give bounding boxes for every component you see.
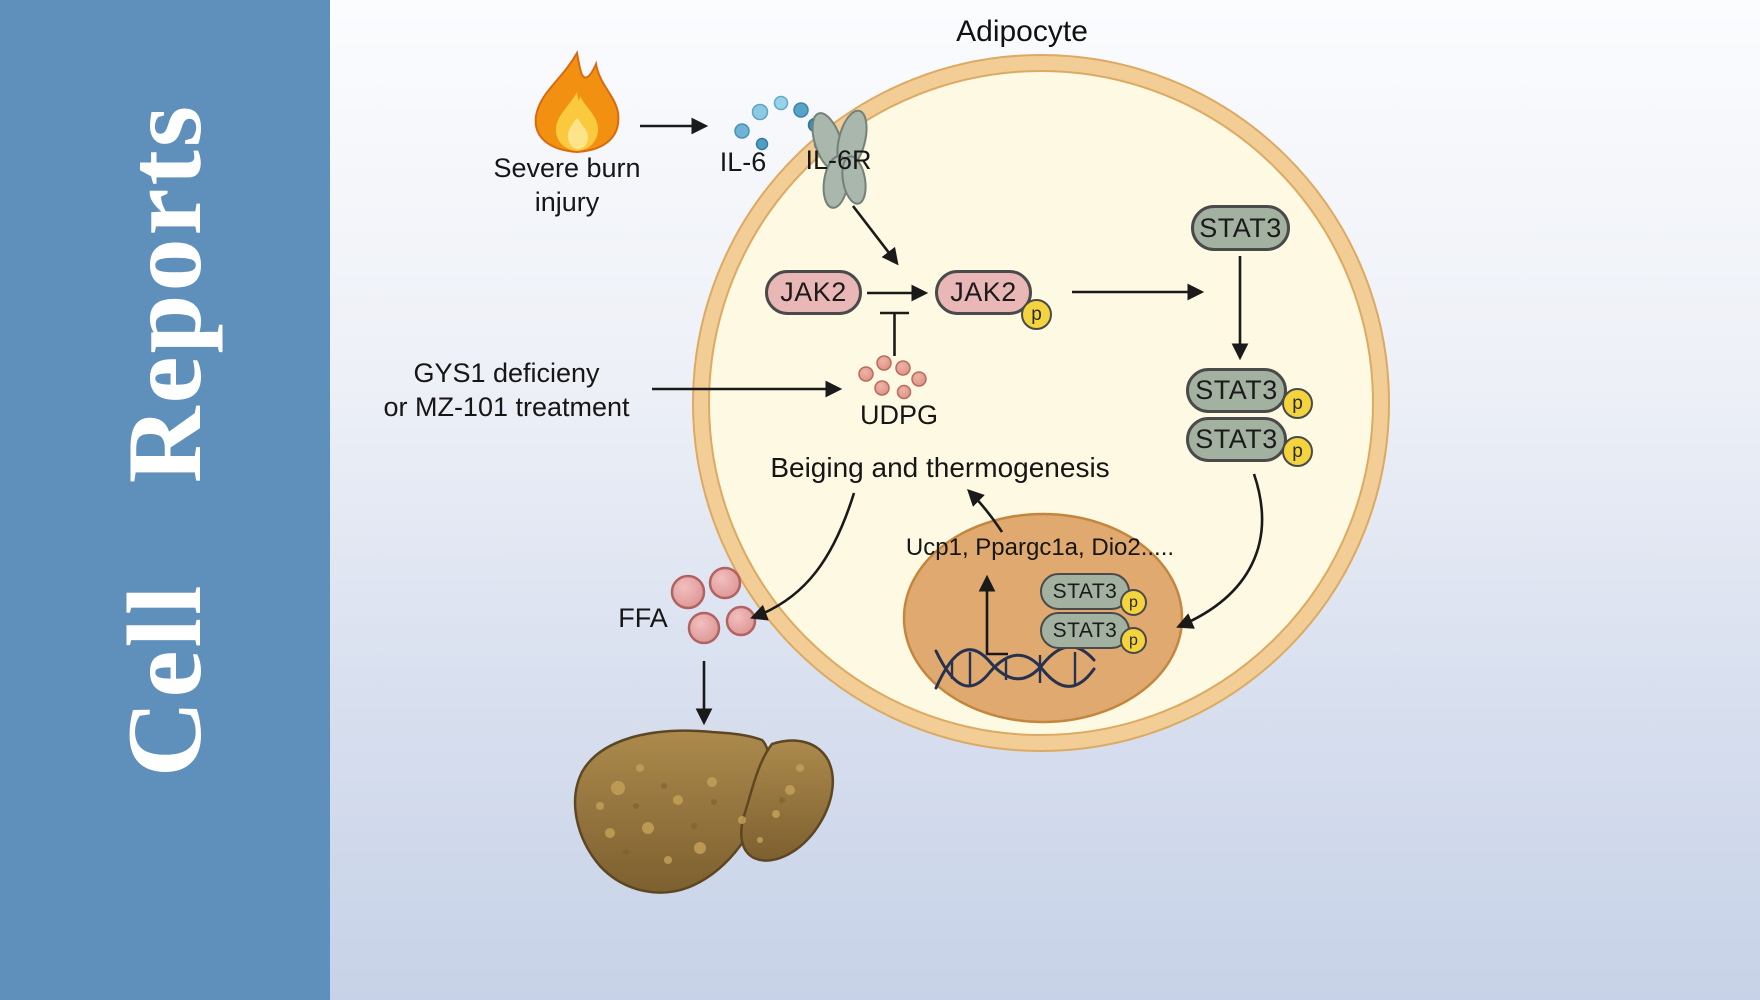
arrow-receptor-to-jak2 xyxy=(851,205,899,266)
gys1-label: GYS1 deficieny or MZ-101 treatment xyxy=(374,356,639,424)
stat3-pill: STAT3 xyxy=(1191,205,1290,251)
arrow-genes-to-beiging xyxy=(967,489,1004,533)
udpg-label: UDPG xyxy=(859,400,938,430)
burn-injury-line2: injury xyxy=(534,187,600,218)
phospho-badge-nuclear-2: p xyxy=(1120,627,1147,654)
jak2-phospho-pill: JAK2 xyxy=(935,270,1032,315)
ffa-dots-icon xyxy=(670,566,757,645)
adipocyte-title: Adipocyte xyxy=(956,15,1088,48)
liver-spots xyxy=(596,764,804,864)
phospho-badge-jak2: p xyxy=(1021,299,1052,330)
inhibition-tbar-udpg xyxy=(880,311,909,356)
udpg-dots-icon xyxy=(858,355,927,400)
arrow-beiging-to-ffa xyxy=(750,492,856,621)
genes-label: Ucp1, Ppargc1a, Dio2..... xyxy=(905,534,1175,561)
liver-icon xyxy=(573,729,835,894)
flame-icon xyxy=(534,50,620,154)
il6r-label: IL-6R xyxy=(805,145,872,175)
il6-label: IL-6 xyxy=(719,147,767,177)
journal-sidebar: Cell Reports xyxy=(0,0,330,1000)
phospho-badge-nuclear-1: p xyxy=(1120,589,1147,616)
stat3-phospho-pill-2: STAT3 xyxy=(1186,417,1287,462)
il6-receptor-icon xyxy=(811,109,868,209)
burn-injury-label: Severe burn injury xyxy=(447,151,687,219)
phospho-badge-stat3-2: p xyxy=(1282,436,1313,467)
beiging-label: Beiging and thermogenesis xyxy=(770,452,1110,483)
gys1-line2: or MZ-101 treatment xyxy=(383,392,630,423)
burn-injury-line1: Severe burn xyxy=(493,153,641,183)
jak2-pill: JAK2 xyxy=(765,270,862,315)
nuclear-stat3-pill-2: STAT3 xyxy=(1040,612,1130,649)
pathway-arrows xyxy=(640,117,1264,726)
phospho-badge-stat3-1: p xyxy=(1282,388,1313,419)
ffa-label: FFA xyxy=(618,603,668,633)
arrow-stat3p-to-nucleus xyxy=(1176,473,1264,629)
il6-ligand-dots-icon xyxy=(734,95,829,152)
gys1-line1: GYS1 deficieny xyxy=(413,358,600,388)
stat3-phospho-pill-1: STAT3 xyxy=(1186,368,1287,413)
nuclear-stat3-pill-1: STAT3 xyxy=(1040,573,1130,610)
arrow-transcription xyxy=(978,574,1008,656)
